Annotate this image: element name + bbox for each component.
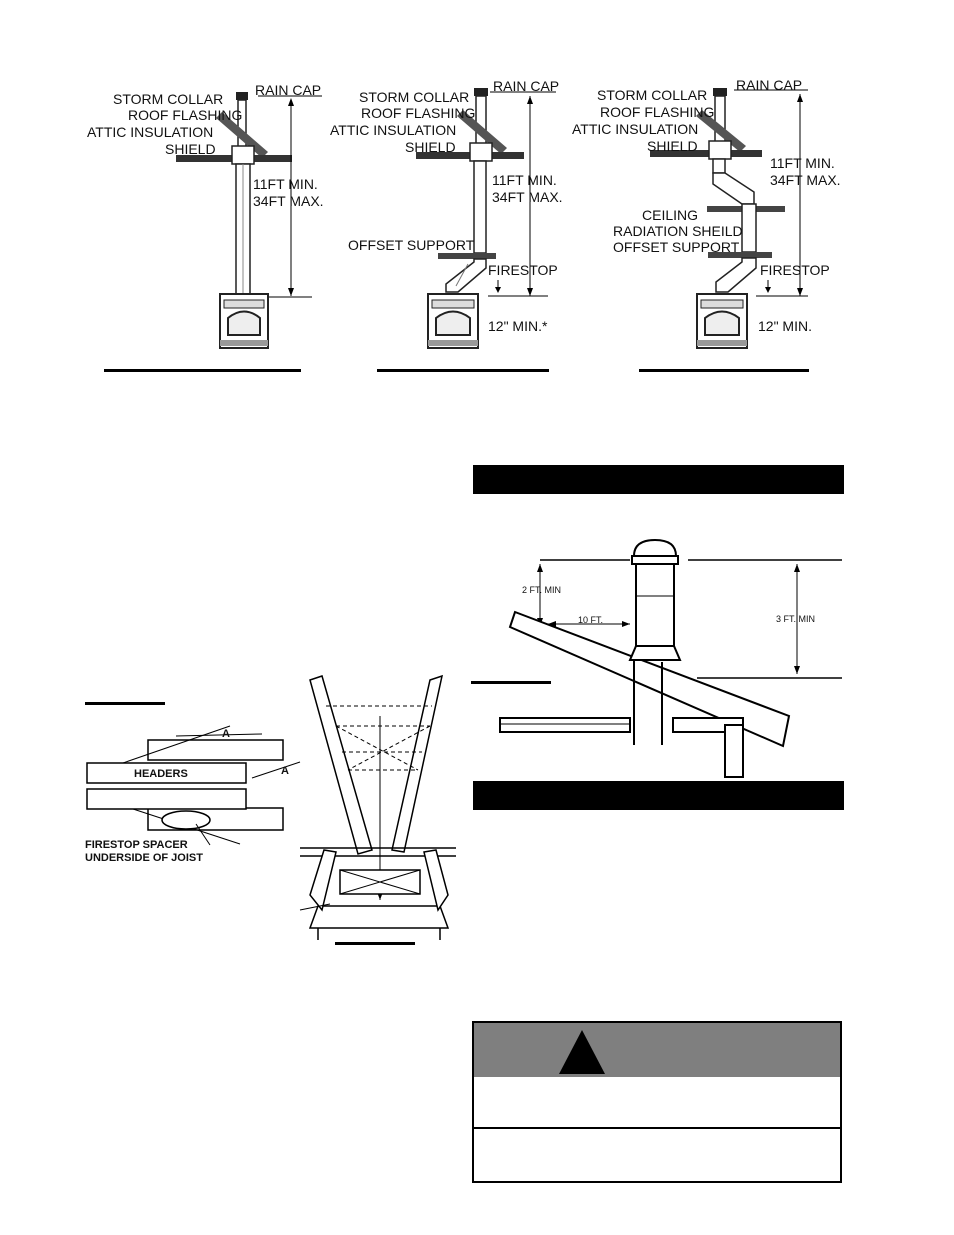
figure2-firestop-label: FIRESTOP [488, 262, 558, 278]
figure1-max-label: 34FT MAX. [253, 193, 324, 209]
figure1-rain-cap-label: RAIN CAP [255, 82, 322, 98]
figure3-rain-cap-label: RAIN CAP [736, 77, 803, 93]
figure1-drawing [176, 92, 322, 349]
framing-dim-a1-label: A [222, 728, 230, 740]
figure3-storm-collar-label: STORM COLLAR [597, 87, 708, 103]
roof-three-ft-label: 3 FT. MIN [776, 614, 816, 624]
figure3-roof-flashing-label: ROOF FLASHING [600, 104, 715, 120]
figure3-drawing [650, 88, 808, 349]
figure2-drawing [416, 88, 556, 349]
roof-ten-ft-label: 10 FT. [578, 615, 604, 625]
framing-headers-label: HEADERS [134, 768, 188, 780]
figure2-rain-cap-label: RAIN CAP [493, 78, 560, 94]
section-header-bar-2 [473, 781, 844, 810]
figure1-attic-insulation-label: ATTIC INSULATION [87, 124, 214, 140]
warning-triangle-icon [559, 1030, 605, 1074]
warning-box [472, 1021, 842, 1183]
figure2-clearance-label: 12" MIN.* [488, 318, 548, 334]
framing-spacer-label-line2: UNDERSIDE OF JOIST [85, 852, 203, 864]
figure3-offset-support-label: OFFSET SUPPORT [613, 239, 740, 255]
figure2-attic-insulation-label: ATTIC INSULATION [330, 122, 457, 138]
figure1-shield-label: SHIELD [165, 141, 216, 157]
figure3-attic-insulation-label: ATTIC INSULATION [572, 121, 699, 137]
figure3-clearance-label: 12" MIN. [758, 318, 812, 334]
figure2-min-label: 11FT MIN. [492, 172, 557, 188]
framing-caption-rule [85, 702, 165, 705]
framing-dim-a2-label: A [281, 765, 289, 777]
figure3-min-label: 11FT MIN. [770, 155, 835, 171]
figure2-roof-flashing-label: ROOF FLASHING [361, 105, 476, 121]
figure1-min-label: 11FT MIN. [253, 176, 318, 192]
figure3-radiation-shield-label: RADIATION SHEILD [613, 223, 743, 239]
roof-two-ft-label: 2 FT. MIN [522, 585, 562, 595]
warning-body-row1 [474, 1077, 840, 1129]
figure1-roof-flashing-label: ROOF FLASHING [128, 107, 243, 123]
figure3-max-label: 34FT MAX. [770, 172, 841, 188]
figure1-caption-rule [104, 369, 301, 372]
framing-drawing [86, 674, 456, 940]
figure1-storm-collar-label: STORM COLLAR [113, 91, 224, 107]
figure3-ceiling-label: CEILING [642, 207, 699, 223]
figure2-storm-collar-label: STORM COLLAR [359, 89, 470, 105]
figure2-caption-rule [377, 369, 549, 372]
roof-section-header-bar [473, 465, 844, 494]
figure3-firestop-label: FIRESTOP [760, 262, 830, 278]
figure3-caption-rule [639, 369, 809, 372]
roof-clearance-drawing [471, 538, 842, 778]
figure2-max-label: 34FT MAX. [492, 189, 563, 205]
figure2-offset-support-label: OFFSET SUPPORT [348, 237, 475, 253]
warning-body-row2 [474, 1129, 840, 1181]
framing-spacer-label-line1: FIRESTOP SPACER [85, 839, 188, 851]
figure2-shield-label: SHIELD [405, 139, 456, 155]
warning-header [474, 1023, 840, 1077]
figure3-shield-label: SHIELD [647, 138, 698, 154]
chase-caption-rule [335, 942, 415, 945]
